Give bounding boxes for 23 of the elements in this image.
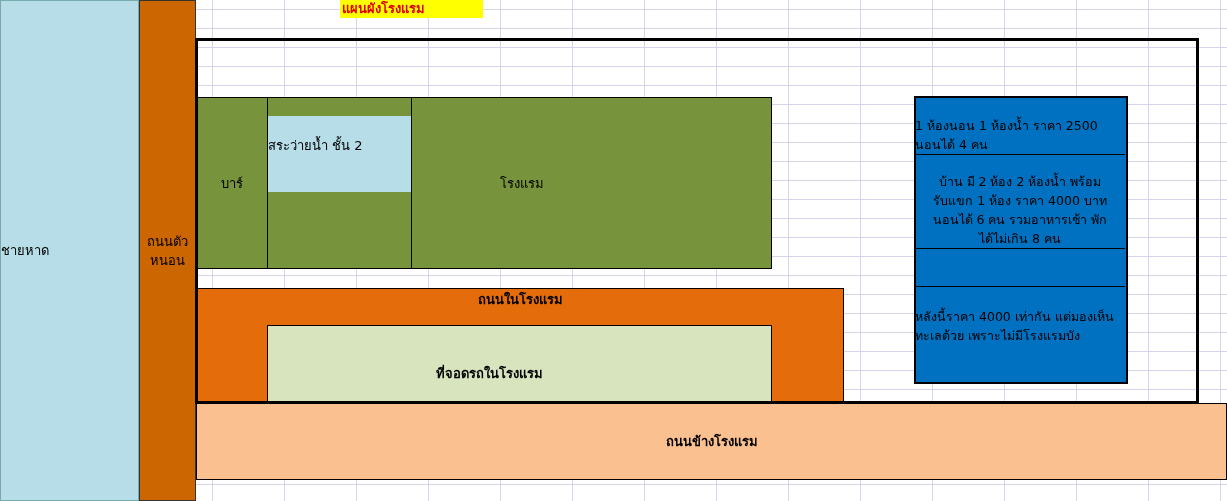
hotel-road bbox=[198, 288, 844, 401]
beach-area bbox=[0, 0, 139, 501]
road-label: ถนนตัวหนอน bbox=[146, 232, 189, 270]
area-label: ที่จอดรถในโรงแรม bbox=[436, 364, 543, 383]
unit-description: หลังนี้ราคา 4000 เท่ากัน แต่มองเห็นทะเลด้วย เพราะไม่มีโรงแรมบัง bbox=[916, 307, 1115, 345]
area-label: สระว่ายน้ำ ชั้น 2 bbox=[268, 136, 363, 155]
promenade-road bbox=[139, 0, 196, 501]
area-label: บาร์ bbox=[221, 174, 243, 193]
unit-description: 1 ห้องนอน 1 ห้องน้ำ ราคา 2500 นอนได้ 4 คน bbox=[916, 116, 1099, 154]
area-label: ชายหาด bbox=[1, 242, 49, 260]
title: แผนผังโรงแรม bbox=[340, 0, 483, 18]
hotel-site-outline bbox=[195, 38, 1199, 404]
side-road bbox=[196, 403, 1227, 480]
building-block bbox=[267, 97, 412, 269]
parking-area bbox=[267, 325, 772, 401]
hotel-building bbox=[411, 97, 772, 269]
road-label: ถนนข้างโรงแรม bbox=[665, 433, 758, 451]
bar-area bbox=[198, 97, 268, 269]
pool-area bbox=[268, 116, 411, 192]
area-label: โรงแรม bbox=[499, 174, 544, 193]
house-block bbox=[914, 96, 1128, 384]
road-label: ถนนในโรงแรม bbox=[477, 290, 563, 309]
unit-description: บ้าน มี 2 ห้อง 2 ห้องน้ำ พร้อมรับแขก 1 ห้อง ราคา 4000 บาท นอนได้ 6 คน รวมอาหารเช้า พักได้ไม่เกิน 8 คน bbox=[931, 172, 1109, 248]
